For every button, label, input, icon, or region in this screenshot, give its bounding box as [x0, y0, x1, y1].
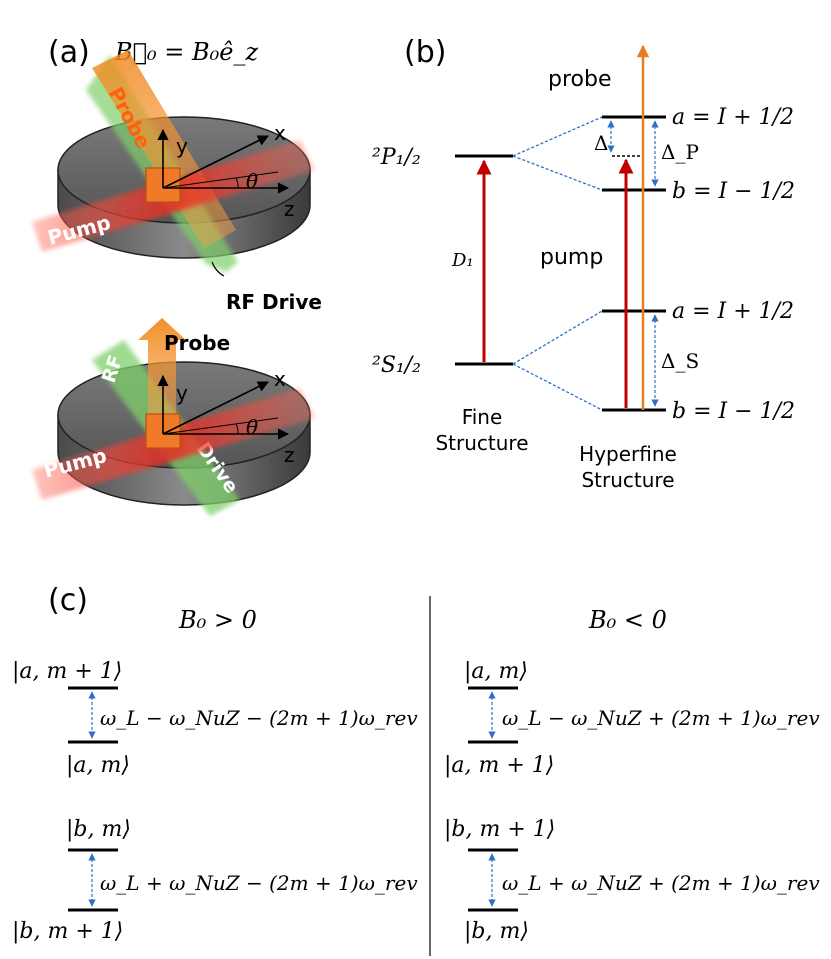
left-b-frequency: ω_L + ω_NuZ − (2m + 1)ω_rev	[100, 871, 418, 895]
axis-x-label-bottom: x	[274, 367, 286, 391]
fine-caption-1: Fine	[462, 405, 503, 429]
panel-a: (a) B⃗₀ = B₀ê_z Probe Pump y x z θ RF Dr…	[32, 35, 322, 516]
field-equation: B⃗₀ = B₀ê_z	[114, 38, 258, 66]
theta-ray-bottom	[162, 417, 279, 435]
theta-label-top: θ	[246, 169, 258, 193]
hyperfine-caption-2: Structure	[581, 468, 674, 492]
probe-beam-bottom	[138, 318, 186, 420]
right-a-top-state: |a, m⟩	[464, 659, 528, 684]
axis-x-bottom	[162, 381, 270, 435]
right-a-frequency: ω_L − ω_NuZ + (2m + 1)ω_rev	[502, 706, 820, 730]
theta-ray-top	[162, 171, 279, 189]
delta-p-label: Δ_P	[661, 140, 699, 164]
split-line-s-a	[512, 310, 603, 365]
right-b-frequency: ω_L + ω_NuZ + (2m + 1)ω_rev	[502, 871, 820, 895]
axis-y-label-bottom: y	[176, 381, 188, 405]
left-a-bottom-state: |a, m⟩	[66, 753, 130, 778]
probe-label-bottom: Probe	[164, 331, 230, 355]
split-line-p-a	[512, 116, 603, 157]
left-b-top-state: |b, m⟩	[66, 817, 131, 842]
panel-a-label: (a)	[48, 35, 90, 70]
a-upper-label: a = I + 1/2	[672, 105, 794, 130]
d1-label: D₁	[451, 250, 474, 271]
p12-label: ²P₁/₂	[372, 145, 421, 170]
b-upper-label: b = I − 1/2	[672, 179, 795, 204]
fine-caption-2: Structure	[435, 431, 528, 455]
hyperfine-caption-1: Hyperfine	[579, 442, 677, 466]
delta-s-label: Δ_S	[661, 349, 699, 373]
left-a-top-state: |a, m + 1⟩	[12, 659, 122, 684]
probe-label: probe	[548, 67, 612, 92]
pump-label: pump	[540, 245, 603, 270]
theta-arc-top	[235, 177, 239, 189]
panel-b: (b) ²P₁/₂ ²S₁/₂ D₁ Δ Δ_P Δ_S a = I + 1/2	[372, 35, 795, 492]
axis-x-top	[162, 135, 270, 189]
delta-label: Δ	[594, 131, 608, 155]
split-line-p-b	[512, 155, 603, 191]
theta-arc-bottom	[235, 423, 239, 435]
a-lower-label: a = I + 1/2	[672, 299, 794, 324]
axis-x-label-top: x	[274, 121, 286, 145]
axis-y-label-top: y	[176, 134, 188, 158]
split-line-s-b	[512, 363, 603, 411]
rf-drive-label-top: RF Drive	[226, 290, 322, 314]
b-lower-label: b = I − 1/2	[672, 399, 795, 424]
panel-b-label: (b)	[404, 35, 446, 70]
panel-c-label: (c)	[48, 583, 88, 618]
left-b-bottom-state: |b, m + 1⟩	[12, 919, 123, 944]
axis-z-label-bottom: z	[284, 443, 295, 467]
axis-z-label-top: z	[284, 197, 295, 221]
right-a-bottom-state: |a, m + 1⟩	[444, 753, 554, 778]
left-title: B₀ > 0	[178, 606, 257, 634]
left-a-frequency: ω_L − ω_NuZ − (2m + 1)ω_rev	[100, 706, 418, 730]
right-b-top-state: |b, m + 1⟩	[444, 817, 555, 842]
rf-pointer-top	[211, 261, 225, 277]
panel-c: (c) B₀ > 0 |a, m + 1⟩ ω_L − ω_NuZ − (2m …	[12, 583, 820, 956]
right-b-bottom-state: |b, m⟩	[464, 919, 529, 944]
s12-label: ²S₁/₂	[372, 353, 421, 378]
theta-label-bottom: θ	[246, 415, 258, 439]
right-title: B₀ < 0	[588, 606, 667, 634]
